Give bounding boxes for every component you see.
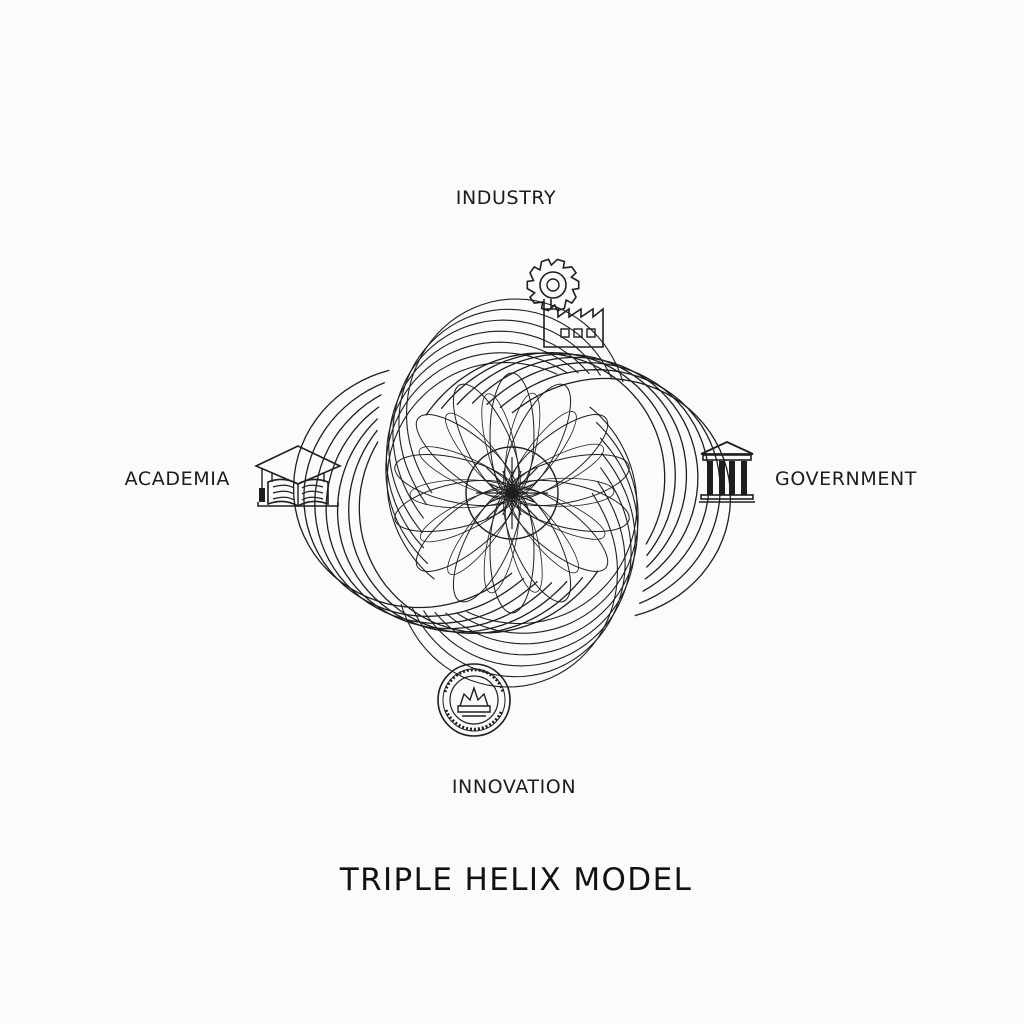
starburst-icon (465, 446, 559, 540)
innovation-label: INNOVATION (451, 776, 577, 798)
industry-label: INDUSTRY (455, 187, 557, 209)
graduation-book-icon (254, 445, 342, 507)
factory-gear-icon (526, 258, 604, 348)
seal-emblem-icon (437, 663, 511, 737)
government-label: GOVERNMENT (775, 468, 917, 490)
academia-label: ACADEMIA (124, 468, 230, 490)
diagram-title: TRIPLE HELIX MODEL (339, 862, 693, 898)
government-building-icon (699, 441, 755, 503)
